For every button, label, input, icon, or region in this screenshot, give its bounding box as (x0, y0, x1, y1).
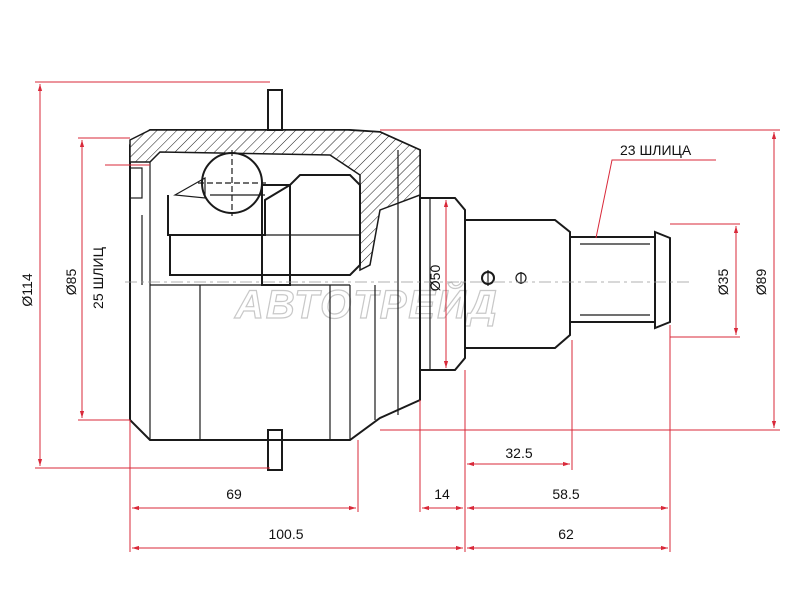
dim-d89: Ø89 (753, 269, 769, 296)
dim-d35: Ø35 (715, 269, 731, 296)
inner-race (167, 174, 361, 286)
dim-100-5: 100.5 (268, 526, 303, 542)
dim-d114: Ø114 (19, 273, 35, 306)
callout-inner-splines: 23 ШЛИЦА (620, 142, 692, 158)
dim-d85: Ø85 (63, 269, 79, 296)
housing (129, 89, 421, 471)
dimension-lines (35, 81, 780, 552)
dim-58-5: 58.5 (552, 486, 579, 502)
dim-d50: Ø50 (427, 265, 443, 292)
dim-14: 14 (434, 486, 450, 502)
dim-62: 62 (558, 526, 574, 542)
dim-32-5: 32.5 (505, 445, 532, 461)
dim-69: 69 (226, 486, 242, 502)
ball (198, 150, 266, 216)
callout-outer-splines: 25 ШЛИЦ (90, 246, 106, 309)
watermark: АВТОТРЕЙД (234, 280, 499, 327)
dimension-labels: Ø114 Ø85 25 ШЛИЦ Ø50 Ø35 Ø89 23 ШЛИЦА 32… (19, 142, 769, 542)
stub-shaft (419, 197, 671, 371)
